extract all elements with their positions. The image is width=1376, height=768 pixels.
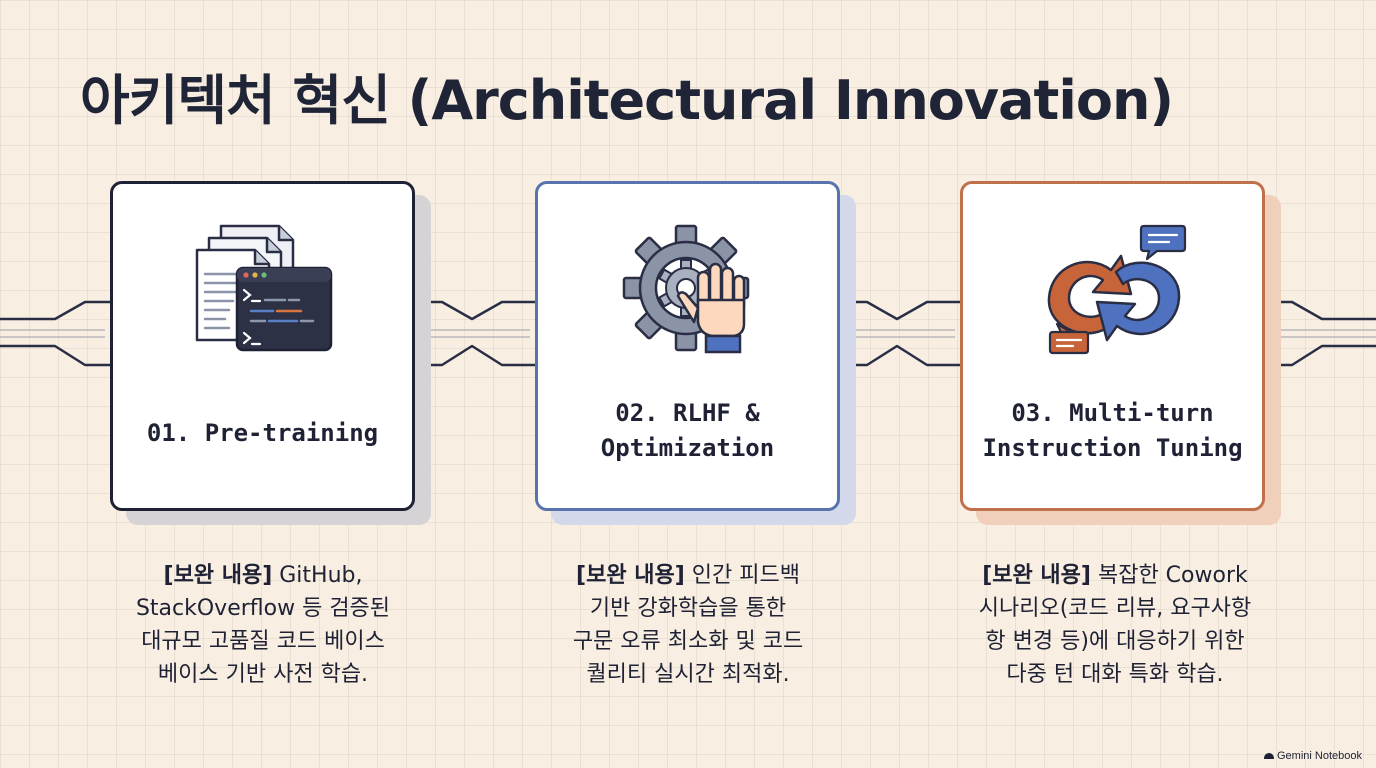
supplement-label: [보완 내용]	[163, 563, 273, 588]
stage-title: 03. Multi-turn Instruction Tuning	[982, 399, 1243, 462]
code-documents-terminal-icon	[195, 224, 333, 352]
supplement-label: [보완 내용]	[982, 563, 1091, 588]
credit-badge: Gemini Notebook	[1264, 750, 1362, 762]
stage-title: 01. Pre-training	[146, 419, 379, 447]
gear-hand-icon	[622, 224, 750, 354]
stage-description-multiturn: [보완 내용] 복잡한 Cowork 시나리오(코드 리뷰, 요구사항 항 변경…	[978, 563, 1252, 687]
stage-card-pretraining: 01. Pre-training	[110, 181, 415, 511]
conversation-cycle-icon	[1047, 224, 1187, 355]
notebook-logo-icon	[1264, 753, 1274, 759]
stage-card-multiturn: 03. Multi-turn Instruction Tuning	[960, 181, 1265, 511]
supplement-label: [보완 내용]	[576, 563, 685, 588]
stage-description-pretraining: [보완 내용] GitHub, StackOverflow 등 검증된 대규모 …	[135, 563, 391, 687]
stage-card-rlhf: 02. RLHF & Optimization	[535, 181, 840, 511]
page-title: 아키텍처 혁신 (Architectural Innovation)	[80, 69, 1174, 132]
stage-description-rlhf: [보완 내용] 인간 피드백 기반 강화학습을 통한 구문 오류 최소화 및 코…	[572, 563, 804, 687]
stage-title: 02. RLHF & Optimization	[600, 399, 775, 462]
credit-text: Gemini Notebook	[1277, 750, 1362, 762]
